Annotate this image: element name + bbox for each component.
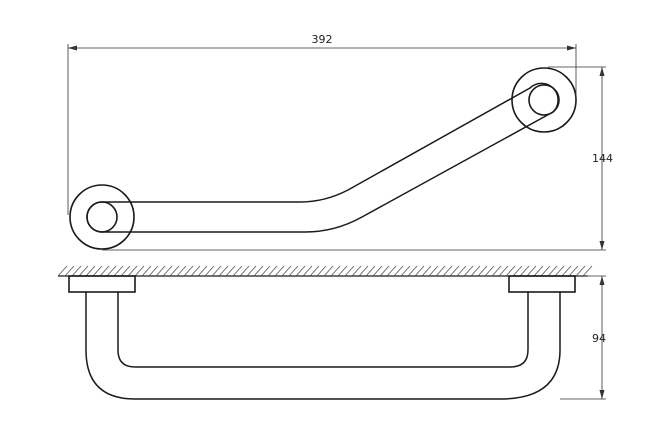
hatch-line [85,265,96,277]
hatch-line [106,265,117,277]
hatch-line [421,265,432,277]
hatch-line [260,265,271,277]
hatch-line [267,265,278,277]
hatch-line [442,265,453,277]
hatch-line [561,265,572,277]
hatch-line [477,265,488,277]
hatch-line [449,265,460,277]
hatch-line [176,265,187,277]
hatch-line [302,265,313,277]
hatch-line [169,265,180,277]
hatch-line [554,265,565,277]
hatch-line [407,265,418,277]
hatch-line [274,265,285,277]
hatch-line [281,265,292,277]
hatch-line [71,265,82,277]
hatch-line [337,265,348,277]
hatch-line [246,265,257,277]
hatch-line [99,265,110,277]
side-view [68,275,576,400]
hatch-line [113,265,124,277]
hatch-line [232,265,243,277]
hatch-line [183,265,194,277]
hatch-line [211,265,222,277]
hatch-line [540,265,551,277]
hatch-line [519,265,530,277]
right-flange-outer [511,67,577,133]
bar-top-edge [101,87,531,203]
height-dimension: 144 [102,66,613,251]
hatch-line [358,265,369,277]
bar-left-cap [86,201,103,233]
hatch-line [57,265,68,277]
hatch-line [92,265,103,277]
hatch-line [393,265,404,277]
hatch-line [295,265,306,277]
depth-dimension: 94 [560,275,606,400]
hatch-line [148,265,159,277]
hatch-line [141,265,152,277]
hatch-line [120,265,131,277]
wall-line [57,265,593,277]
hatch-line [64,265,75,277]
hatch-line [365,265,376,277]
hatch-line [463,265,474,277]
hatch-line [414,265,425,277]
height-dimension-label: 144 [592,152,613,165]
hatch-line [470,265,481,277]
bar-bottom-edge [101,111,554,233]
hatch-line [484,265,495,277]
hatch-line [197,265,208,277]
hatch-line [330,265,341,277]
hatch-line [526,265,537,277]
wall-hatching [57,265,593,277]
bar-right-cap [529,82,559,113]
hatch-line [491,265,502,277]
hatch-line [309,265,320,277]
hatch-line [498,265,509,277]
hatch-line [78,265,89,277]
hatch-line [190,265,201,277]
hatch-line [134,265,145,277]
hatch-line [162,265,173,277]
hatch-line [386,265,397,277]
hatch-line [512,265,523,277]
right-flange-inner [528,84,560,116]
right-flange-side [508,275,576,293]
hatch-line [372,265,383,277]
hatch-line [127,265,138,277]
u-bar-inner [117,291,529,368]
hatch-line [435,265,446,277]
hatch-line [288,265,299,277]
width-dimension: 392 [67,33,577,215]
hatch-line [204,265,215,277]
hatch-line [344,265,355,277]
u-bar-outer [85,291,561,400]
hatch-line [351,265,362,277]
hatch-line [456,265,467,277]
hatch-line [575,265,586,277]
hatch-line [568,265,579,277]
depth-dimension-label: 94 [592,332,606,345]
hatch-line [225,265,236,277]
hatch-line [155,265,166,277]
left-flange-side [68,275,136,293]
hatch-line [428,265,439,277]
width-dimension-label: 392 [312,33,333,46]
left-flange-outer [69,184,135,250]
hatch-line [400,265,411,277]
hatch-line [253,265,264,277]
hatch-line [379,265,390,277]
hatch-line [547,265,558,277]
top-view [69,67,577,250]
hatch-line [323,265,334,277]
hatch-line [218,265,229,277]
hatch-line [316,265,327,277]
hatch-line [582,265,593,277]
hatch-line [533,265,544,277]
hatch-line [239,265,250,277]
hatch-line [505,265,516,277]
